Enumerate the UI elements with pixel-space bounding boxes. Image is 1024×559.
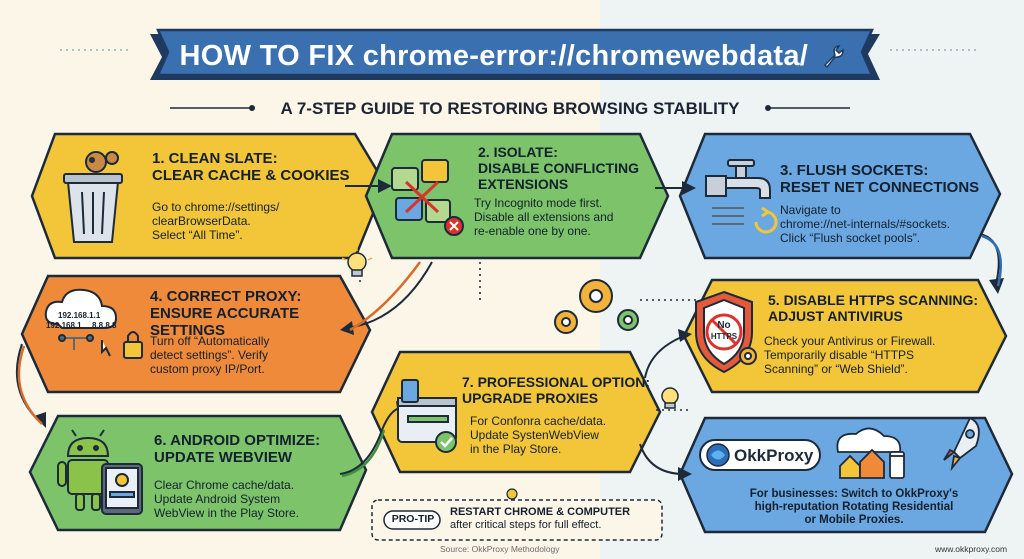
page-subtitle: A 7-STEP GUIDE TO RESTORING BROWSING STA… [280, 99, 740, 118]
okkproxy-brand[interactable]: OkkProxy [734, 446, 814, 465]
protip-box [371, 499, 663, 541]
step1-body: Go to chrome://settings/clearBrowserData… [152, 200, 280, 242]
arrow-3-5 [979, 233, 1000, 285]
source-credit: Source: OkkProxy Methodology [440, 544, 560, 554]
step5-title: 5. DISABLE HTTPS SCANNING:ADJUST ANTIVIR… [768, 292, 979, 324]
usb-drive-icon [397, 379, 457, 453]
ip-label-1: 192.168.1.1 [58, 311, 101, 320]
ip-label-2: 192.168.1 [46, 321, 82, 330]
protip-pill [383, 510, 441, 530]
step4-title: 4. CORRECT PROXY:ENSURE ACCURATE SETTING… [150, 288, 302, 339]
site-url[interactable]: www.okkproxy.com [935, 544, 1008, 554]
shield-icon [695, 290, 757, 374]
arrow-7-promo [639, 443, 685, 475]
houses-icon [836, 427, 905, 479]
step6-body: Clear Chrome cache/data.Update Android S… [154, 478, 299, 520]
title-banner [150, 28, 880, 80]
puzzle-pieces-icon [391, 159, 464, 236]
step3-hex [678, 132, 1002, 260]
step7-title: 7. PROFESSIONAL OPTION:UPGRADE PROXIES [462, 374, 650, 406]
protip-label: PRO-TIP [391, 513, 435, 525]
cloud-lock-icon [44, 288, 143, 359]
gears-icon [554, 279, 639, 334]
step3-title: 3. FLUSH SOCKETS:RESET NET CONNECTIONS [780, 162, 980, 196]
faucet-icon [705, 159, 778, 234]
step6-title: 6. ANDROID OPTIMIZE:UPDATE WEBVIEW [154, 432, 321, 466]
ip-label-3: 8.8.8.8 [92, 321, 117, 330]
lightbulb-icon-right [661, 387, 679, 409]
step4-hex [20, 274, 372, 394]
step7-body: For Confonra cache/data.Update SystenWeb… [470, 414, 607, 456]
step2-body: Try Incognito mode first.Disable all ext… [474, 196, 614, 238]
rocket-icon [943, 416, 980, 472]
wrench-icon [823, 45, 844, 69]
arrow-7-5 [644, 335, 685, 379]
okkproxy-logo [699, 439, 821, 471]
trash-can-icon [63, 151, 123, 243]
arrow-6-7 [339, 407, 401, 475]
step5-body: Check your Antivirus or Firewall.Tempora… [764, 334, 936, 376]
lightbulb-icon-left [347, 252, 367, 277]
step1-title: 1. CLEAN SLATE:CLEAR CACHE & COOKIES [152, 150, 350, 184]
android-icon [57, 429, 143, 515]
page-title: HOW TO FIX chrome-error://chromewebdata/ [163, 36, 863, 76]
